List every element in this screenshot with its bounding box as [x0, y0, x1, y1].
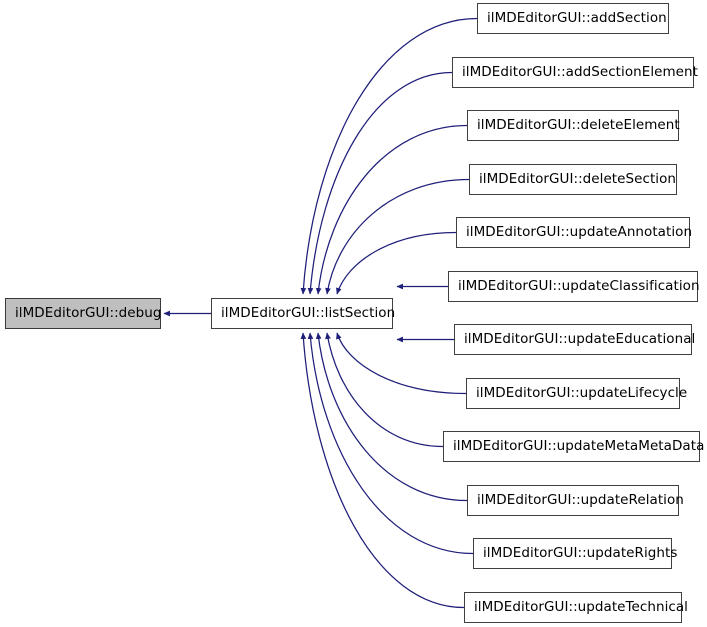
graph-edge — [300, 17, 478, 295]
graph-node-updateRelation[interactable]: ilMDEditorGUI::updateRelation — [467, 485, 684, 516]
graph-node-updateMetaMetaData[interactable]: ilMDEditorGUI::updateMetaMetaData — [443, 431, 705, 462]
graph-node-updateAnnotation[interactable]: ilMDEditorGUI::updateAnnotation — [456, 217, 693, 248]
graph-node-updateTechnical[interactable]: ilMDEditorGUI::updateTechnical — [464, 592, 688, 623]
graph-node-label: ilMDEditorGUI::deleteElement — [477, 117, 680, 133]
graph-edge — [325, 332, 444, 448]
graph-edge — [300, 332, 465, 609]
graph-node-label: ilMDEditorGUI::updateAnnotation — [466, 224, 693, 240]
graph-edge — [307, 332, 474, 555]
graph-node-label: ilMDEditorGUI::updateMetaMetaData — [453, 438, 705, 454]
graph-edge — [325, 178, 470, 295]
graph-node-debug[interactable]: ilMDEditorGUI::debug — [5, 298, 161, 329]
graph-node-addSectionElement[interactable]: ilMDEditorGUI::addSectionElement — [452, 57, 698, 88]
graph-node-label: ilMDEditorGUI::updateLifecycle — [476, 385, 688, 401]
graph-node-deleteSection[interactable]: ilMDEditorGUI::deleteSection — [469, 164, 677, 195]
graph-node-updateClassification[interactable]: ilMDEditorGUI::updateClassification — [448, 271, 700, 302]
graph-node-addSection[interactable]: ilMDEditorGUI::addSection — [477, 3, 669, 34]
graph-node-label: ilMDEditorGUI::updateClassification — [458, 278, 700, 294]
graph-node-label: ilMDEditorGUI::updateRights — [483, 545, 678, 561]
graph-edge — [315, 332, 468, 502]
graph-node-label: ilMDEditorGUI::updateTechnical — [474, 599, 688, 615]
graph-edge — [307, 71, 453, 295]
graph-node-deleteElement[interactable]: ilMDEditorGUI::deleteElement — [467, 110, 680, 141]
graph-edge — [336, 231, 457, 295]
graph-node-listSection[interactable]: ilMDEditorGUI::listSection — [211, 298, 396, 329]
graph-edge — [336, 332, 467, 395]
graph-node-label: ilMDEditorGUI::updateEducational — [464, 331, 696, 347]
graph-node-label: ilMDEditorGUI::addSectionElement — [462, 64, 698, 80]
graph-node-label: ilMDEditorGUI::addSection — [487, 10, 667, 26]
graph-node-updateEducational[interactable]: ilMDEditorGUI::updateEducational — [454, 324, 696, 355]
graph-node-updateRights[interactable]: ilMDEditorGUI::updateRights — [473, 538, 678, 569]
graph-node-updateLifecycle[interactable]: ilMDEditorGUI::updateLifecycle — [466, 378, 688, 409]
graph-node-label: ilMDEditorGUI::updateRelation — [477, 492, 684, 508]
graph-node-label: ilMDEditorGUI::listSection — [221, 305, 396, 321]
graph-node-label: ilMDEditorGUI::deleteSection — [479, 171, 677, 187]
graph-node-label: ilMDEditorGUI::debug — [15, 305, 162, 321]
graph-edge — [315, 124, 468, 295]
